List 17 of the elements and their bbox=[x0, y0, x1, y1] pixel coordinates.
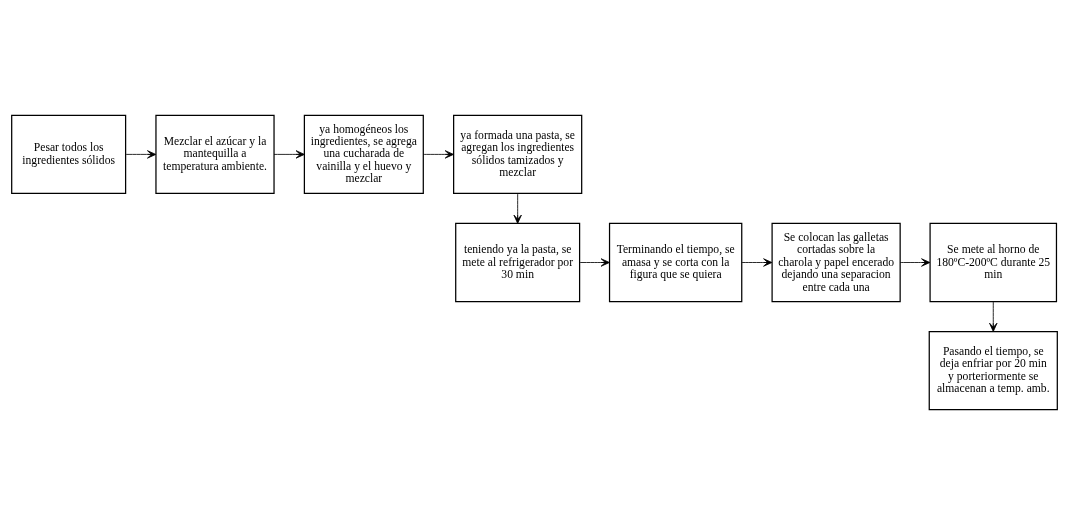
arrow bbox=[422, 150, 454, 159]
node-box: Terminando el tiempo, se amasa y se corta con la figura que se quiera bbox=[608, 222, 743, 303]
node-box: ya formada una pasta, se agregan los ingredientes sólidos tamizados y mezclar bbox=[453, 114, 583, 195]
arrow bbox=[899, 258, 931, 267]
node-box: Pesar todos los ingredientes sólidos bbox=[11, 114, 127, 195]
arrow bbox=[273, 150, 305, 159]
arrow bbox=[989, 301, 998, 332]
node-box: Mezclar el azúcar y la mantequilla a temperatura ambiente. bbox=[155, 114, 275, 195]
node-box: Pasando el tiempo, se deja enfriar por 20 min y porteriormente se almacenan a temp. amb. bbox=[928, 330, 1058, 411]
arrow bbox=[513, 193, 522, 224]
arrow bbox=[125, 150, 157, 159]
arrow bbox=[579, 258, 610, 267]
node-box: Se mete al horno de 180ºC-200ºC durante 25 min bbox=[929, 222, 1058, 303]
arrow bbox=[741, 258, 773, 267]
node-box: ya homogéneos los ingredientes, se agrega una cucharada de vainilla y el huevo y mezclar bbox=[303, 114, 424, 195]
node-box: teniendo ya la pasta, se mete al refrigerador por 30 min bbox=[455, 222, 581, 303]
node-box: Se colocan las galletas cortadas sobre la charola y papel encerado dejando una separacion entre cada una bbox=[771, 222, 901, 303]
